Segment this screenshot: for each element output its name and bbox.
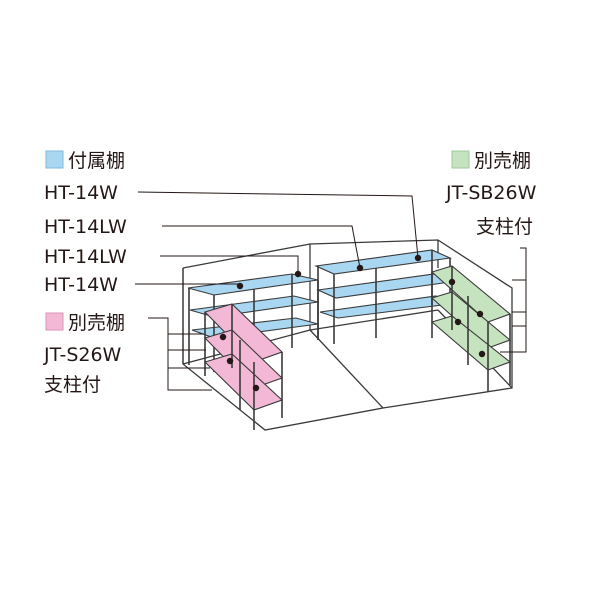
optional-shelf-pink-model: JT-S26W xyxy=(43,344,122,366)
included-model-2: HT-14LW xyxy=(44,216,127,238)
included-shelf-title: 付属棚 xyxy=(68,150,125,172)
included-model-1: HT-14W xyxy=(44,182,118,204)
included-shelf-unit-right xyxy=(314,249,452,344)
optional-shelf-green-title: 別売棚 xyxy=(474,150,531,172)
optional-shelf-pink-note: 支柱付 xyxy=(44,374,101,396)
optional-shelf-unit-pink xyxy=(203,303,284,430)
optional-shelf-unit-green xyxy=(430,265,512,392)
leader-lines xyxy=(135,191,527,392)
included-shelf-swatch xyxy=(45,150,64,169)
optional-shelf-green-swatch xyxy=(451,150,470,169)
optional-shelf-green-note: 支柱付 xyxy=(476,216,533,238)
optional-shelf-green-model: JT-SB26W xyxy=(445,182,537,204)
optional-shelf-pink-swatch xyxy=(45,312,64,331)
included-model-4: HT-14W xyxy=(44,274,118,296)
optional-shelf-pink-title: 別売棚 xyxy=(68,312,125,334)
included-model-3: HT-14LW xyxy=(44,246,127,268)
